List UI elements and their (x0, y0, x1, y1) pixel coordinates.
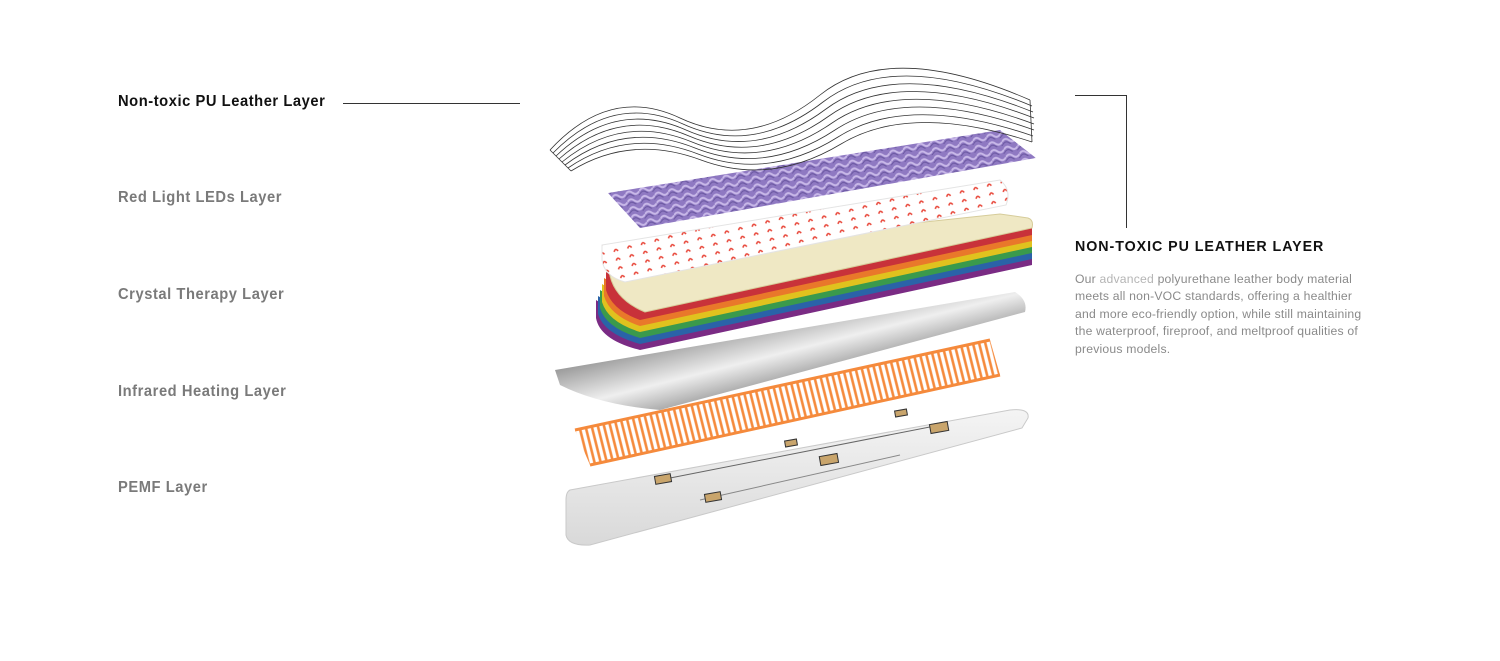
layer-tab-red-light-leds[interactable]: Red Light LEDs Layer (118, 189, 282, 206)
detail-description: Our advanced polyurethane leather body m… (1075, 271, 1375, 358)
crystal-stack-graphic (596, 213, 1033, 350)
exploded-mat-illustration (549, 67, 1036, 546)
detail-description-prefix: Our (1075, 272, 1100, 286)
layer-tab-pemf[interactable]: PEMF Layer (118, 479, 208, 496)
detail-description-highlight: advanced (1099, 272, 1154, 286)
detail-connector-line (1075, 95, 1127, 228)
detail-description-rest: polyurethane leather body material meets… (1075, 272, 1362, 356)
pu-leather-layer-graphic (549, 67, 1035, 172)
foil-layer-graphic (555, 292, 1026, 410)
layer-tab-crystal-therapy[interactable]: Crystal Therapy Layer (118, 286, 285, 303)
layer-tab-infrared-heating[interactable]: Infrared Heating Layer (118, 383, 287, 400)
pemf-layer-graphic (565, 408, 1029, 546)
detail-title: NON-TOXIC PU LEATHER LAYER (1075, 238, 1325, 255)
layer-detail-panel: NON-TOXIC PU LEATHER LAYER Our advanced … (1075, 238, 1375, 358)
infrared-heating-layer-graphic (574, 338, 1001, 467)
active-layer-leader-line (343, 103, 520, 104)
red-light-led-layer-graphic (601, 179, 1009, 283)
layer-tab-pu-leather[interactable]: Non-toxic PU Leather Layer (118, 93, 326, 110)
crystal-therapy-layer-graphic (608, 130, 1036, 228)
